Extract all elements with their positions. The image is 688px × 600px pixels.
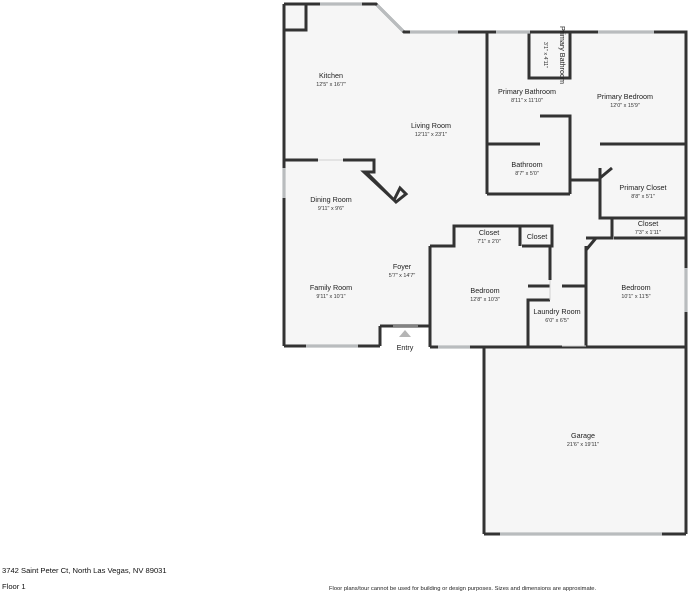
- room-label-closet-1: Closet: [479, 228, 499, 237]
- room-label-family-room: Family Room: [310, 283, 352, 292]
- room-label-primary-bathroom: Primary Bathroom: [498, 87, 556, 96]
- room-label-laundry-room: Laundry Room: [533, 307, 580, 316]
- room-dims-garage: 21'6" x 19'11": [567, 442, 599, 448]
- property-address: 3742 Saint Peter Ct, North Las Vegas, NV…: [2, 566, 167, 575]
- room-label-bathroom: Bathroom: [511, 160, 542, 169]
- room-dims-dining-room: 9'11" x 9'6": [318, 206, 344, 212]
- room-dims-family-room: 9'11" x 10'1": [316, 294, 345, 300]
- room-dims-foyer: 5'7" x 14'7": [389, 273, 416, 279]
- room-label-garage: Garage: [571, 431, 595, 440]
- room-dims-closet-3: 7'3" x 1'11": [635, 230, 661, 236]
- room-label-closet-3: Closet: [638, 219, 658, 228]
- room-dims-primary-closet: 8'8" x 5'1": [631, 194, 655, 200]
- room-dims-laundry-room: 6'0" x 6'5": [545, 318, 569, 324]
- room-label-bedroom-2: Bedroom: [621, 283, 650, 292]
- room-label-closet-2: Closet: [527, 232, 547, 241]
- room-labels: Kitchen 12'5" x 16'7" Living Room 12'11"…: [310, 26, 667, 448]
- room-label-bedroom-1: Bedroom: [470, 286, 499, 295]
- room-dims-bathroom: 8'7" x 5'0": [515, 171, 539, 177]
- entry-marker-icon: [399, 330, 411, 337]
- floor-label: Floor 1: [2, 582, 26, 591]
- room-dims-primary-bedroom: 12'0" x 15'9": [610, 103, 640, 109]
- windows: [282, 2, 688, 536]
- room-label-dining-room: Dining Room: [310, 195, 352, 204]
- room-label-kitchen: Kitchen: [319, 71, 343, 80]
- entry-label: Entry: [397, 343, 414, 352]
- room-dims-closet-1: 7'1" x 2'0": [477, 239, 501, 245]
- room-label-primary-closet: Primary Closet: [619, 183, 666, 192]
- room-dims-living-room: 12'11" x 23'1": [415, 132, 447, 138]
- room-label-primary-bedroom: Primary Bedroom: [597, 92, 653, 101]
- room-label-foyer: Foyer: [393, 262, 412, 271]
- room-dims-kitchen: 12'5" x 16'7": [316, 82, 346, 88]
- room-dims-bedroom-2: 10'1" x 11'5": [621, 294, 650, 300]
- room-label-primary-bathroom-closet: Primary Bathroom: [558, 26, 567, 84]
- room-dims-primary-bathroom: 8'11" x 11'10": [511, 98, 543, 104]
- room-label-living-room: Living Room: [411, 121, 451, 130]
- disclaimer-text: Floor plans/tour cannot be used for buil…: [329, 586, 597, 592]
- doorways: [318, 159, 586, 347]
- interior-walls: [284, 4, 686, 346]
- room-dims-primary-bathroom-closet: 3'1" x 4'11": [542, 42, 548, 68]
- room-dims-bedroom-1: 12'8" x 10'3": [470, 297, 500, 303]
